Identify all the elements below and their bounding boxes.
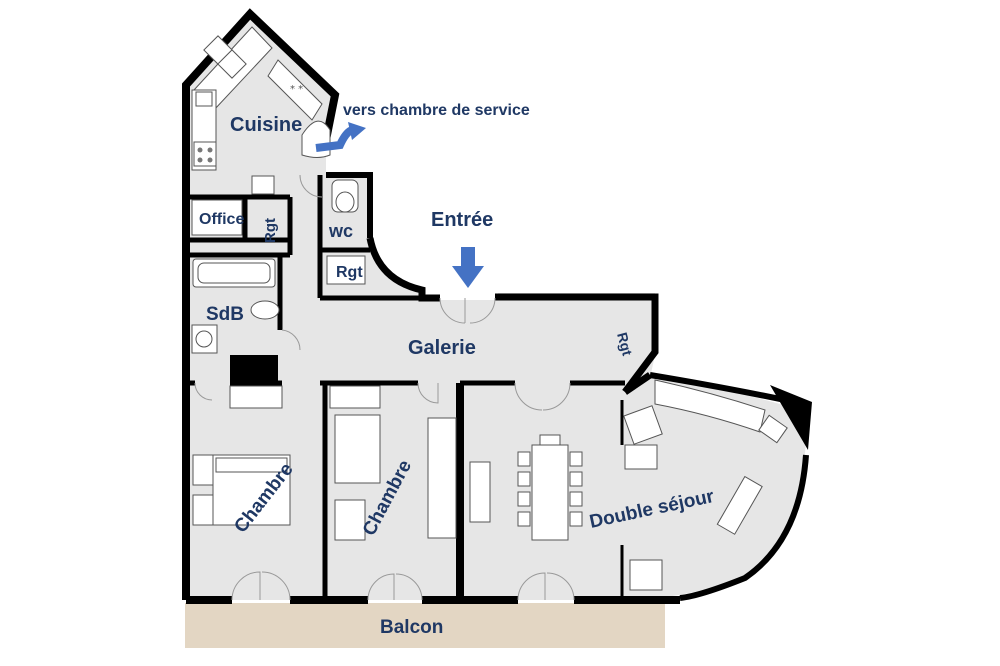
- living-furniture: [469, 379, 788, 591]
- corner-block: [770, 385, 812, 450]
- curved-arrow-icon: [315, 122, 366, 152]
- svg-text:* *: * *: [290, 84, 303, 95]
- bedroom1-furniture: [192, 385, 291, 526]
- label-cuisine: Cuisine: [230, 114, 302, 136]
- chimney-block: [230, 355, 278, 383]
- bath-fixtures: [191, 179, 366, 354]
- interior-walls: [186, 175, 625, 600]
- label-balcon: Balcon: [380, 617, 443, 638]
- label-office: Office: [199, 211, 244, 228]
- label-service: vers chambre de service: [343, 102, 530, 119]
- bedroom2-furniture: [329, 385, 457, 541]
- doors: [194, 174, 575, 601]
- label-rgt-office: Rgt: [262, 218, 279, 243]
- label-galerie: Galerie: [408, 337, 476, 359]
- label-sdb: SdB: [206, 304, 244, 325]
- label-rgt-galerie: Rgt: [614, 331, 636, 358]
- balcony-area: [185, 603, 665, 648]
- label-wc: wc: [328, 221, 353, 241]
- entry-arrow-icon: [452, 247, 484, 288]
- kitchen-furniture: * *: [191, 26, 331, 236]
- label-entree: Entrée: [431, 209, 493, 231]
- label-rgt-wc: Rgt: [336, 264, 363, 281]
